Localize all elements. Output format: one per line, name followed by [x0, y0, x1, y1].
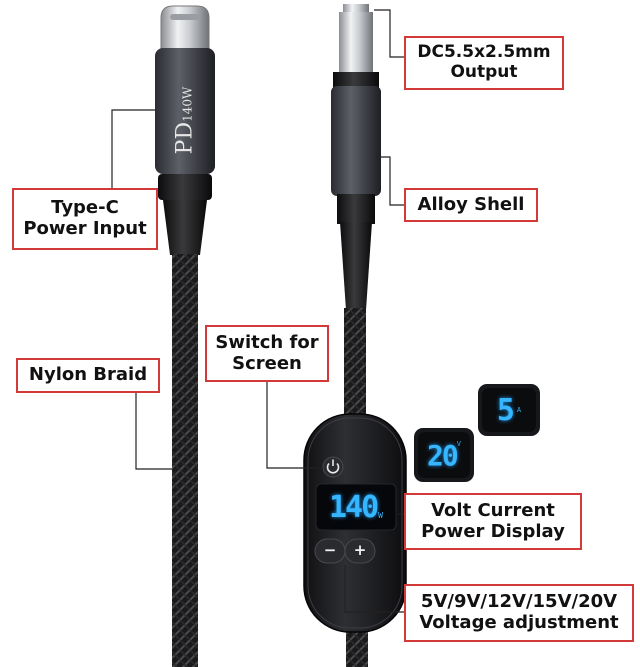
volt-display-panel	[414, 428, 474, 482]
callout-volt-display-line2: Power Display	[421, 520, 565, 542]
amp-display-unit: A	[516, 406, 522, 414]
callout-voltage-adjustment-line1: 5V/9V/12V/15V/20V	[420, 591, 618, 613]
brand-pd: PD	[172, 121, 198, 154]
power-button[interactable]	[322, 456, 344, 478]
callout-switch-screen: Switch for Screen	[205, 325, 329, 382]
dc-plug-connector	[331, 4, 381, 310]
callout-volt-display-line1: Volt Current	[431, 499, 555, 521]
callout-alloy-shell-text: Alloy Shell	[417, 193, 525, 215]
main-display-reading: 140 W	[318, 486, 394, 528]
callout-switch-screen-line2: Screen	[232, 352, 302, 374]
volt-display-reading: 20 V	[418, 432, 470, 478]
type-c-connector	[155, 5, 215, 255]
minus-button-label: −	[323, 541, 337, 559]
amp-display-value: 5	[496, 392, 515, 428]
callout-type-c-line2: Power Input	[23, 218, 147, 239]
callout-alloy-shell: Alloy Shell	[404, 188, 538, 222]
callout-voltage-adjustment: 5V/9V/12V/15V/20V Voltage adjustment	[404, 584, 634, 642]
callout-switch-screen-line1: Switch for	[215, 331, 319, 353]
main-lcd-screen	[315, 483, 397, 531]
callout-type-c: Type-C Power Input	[12, 188, 158, 250]
amp-display-reading: 5 A	[482, 388, 536, 432]
amp-display-panel	[478, 384, 540, 436]
brand-watt: 140W	[180, 86, 195, 122]
volt-display-value: 20	[427, 438, 459, 472]
callout-nylon-braid-text: Nylon Braid	[28, 364, 148, 386]
callout-dc-output-line1: DC5.5x2.5mm	[417, 42, 551, 63]
callout-dc-output-line2: Output	[450, 62, 518, 82]
callout-voltage-adjustment-line2: Voltage adjustment	[419, 612, 619, 633]
main-display-value: 140	[328, 489, 379, 525]
type-c-braided-cable	[172, 254, 198, 667]
plus-button[interactable]	[344, 538, 376, 564]
callout-volt-display: Volt Current Power Display	[404, 493, 582, 550]
main-display-unit: W	[378, 511, 383, 520]
callout-nylon-braid: Nylon Braid	[16, 358, 160, 393]
connector-brand: PD140W	[160, 86, 210, 154]
power-icon	[326, 459, 340, 474]
callout-type-c-line1: Type-C	[51, 197, 119, 219]
callout-dc-output: DC5.5x2.5mm Output	[404, 36, 564, 90]
plus-button-label: +	[353, 541, 367, 559]
volt-display-unit: V	[456, 440, 461, 448]
leader-lines	[111, 9, 404, 613]
